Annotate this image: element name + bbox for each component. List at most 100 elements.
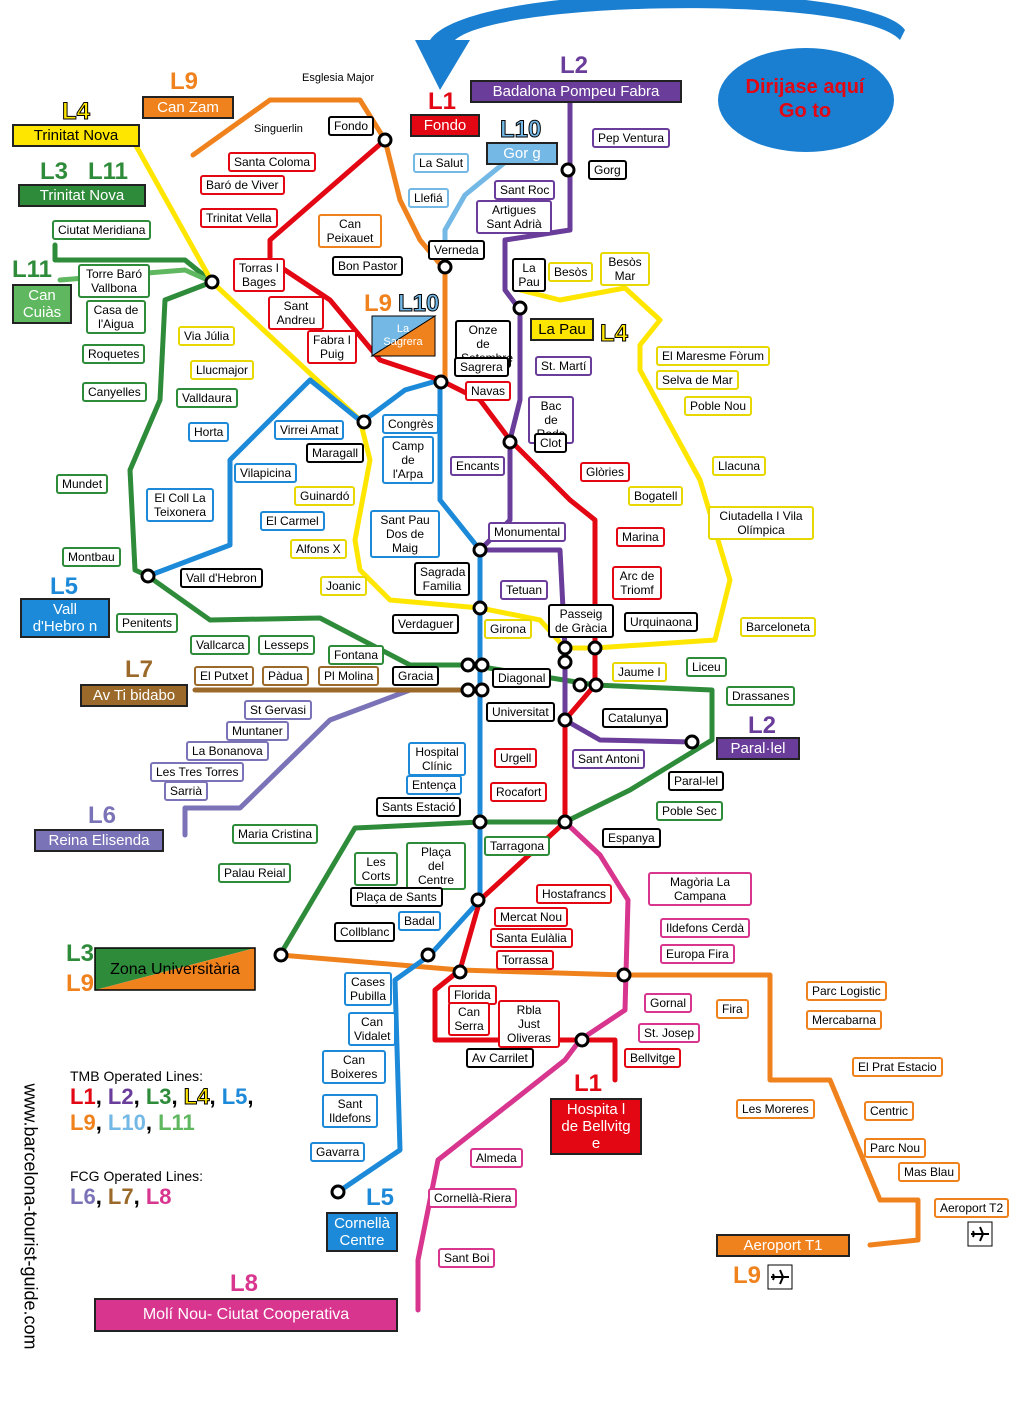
- station-fabra-puig[interactable]: Fabra I Puig: [307, 330, 357, 364]
- station-can-peixauet[interactable]: Can Peixauet: [318, 214, 382, 248]
- station-drassanes[interactable]: Drassanes: [726, 686, 796, 706]
- station-maragall[interactable]: Maragall: [306, 443, 365, 463]
- station-bellvitge[interactable]: Bellvitge: [624, 1048, 682, 1068]
- station-el-prat[interactable]: El Prat Estacio: [852, 1057, 943, 1077]
- station-la-pau-s[interactable]: La Pau: [512, 258, 546, 292]
- terminal-paralel-l2[interactable]: Paral·lel: [716, 737, 800, 760]
- station-europa-fira[interactable]: Europa Fira: [660, 944, 735, 964]
- station-llacuna[interactable]: Llacuna: [712, 456, 767, 476]
- station-les-tres-torres[interactable]: Les Tres Torres: [150, 762, 245, 782]
- station-av-carrilet[interactable]: Av Carrilet: [466, 1048, 534, 1068]
- station-camp-arpa[interactable]: Camp de l'Arpa: [382, 436, 434, 484]
- station-arc-triomf[interactable]: Arc de Triomf: [612, 566, 662, 600]
- station-sant-boi[interactable]: Sant Boi: [438, 1248, 496, 1268]
- terminal-can-zam[interactable]: Can Zam: [142, 96, 234, 119]
- station-la-bonanova[interactable]: La Bonanova: [186, 741, 269, 761]
- station-pep-ventura[interactable]: Pep Ventura: [592, 128, 671, 148]
- station-montbau[interactable]: Montbau: [62, 547, 121, 567]
- station-mundet[interactable]: Mundet: [56, 474, 109, 494]
- station-les-moreres[interactable]: Les Moreres: [736, 1099, 815, 1119]
- station-rocafort[interactable]: Rocafort: [490, 782, 548, 802]
- station-besos[interactable]: Besòs: [548, 262, 594, 282]
- station-verneda[interactable]: Verneda: [428, 240, 485, 260]
- station-palau-reial[interactable]: Palau Reial: [218, 863, 292, 883]
- station-sarria[interactable]: Sarrià: [164, 781, 209, 801]
- station-glories[interactable]: Glòries: [580, 462, 631, 482]
- terminal-la-sagrera[interactable]: La Sagrera: [383, 323, 423, 348]
- station-maria-cristina[interactable]: Maria Cristina: [232, 824, 319, 844]
- station-urquinaona[interactable]: Urquinaona: [624, 612, 699, 632]
- station-encants[interactable]: Encants: [450, 456, 506, 476]
- station-almeda[interactable]: Almeda: [470, 1148, 523, 1168]
- station-fira[interactable]: Fira: [716, 999, 749, 1019]
- terminal-can-cuias[interactable]: Can Cuiàs: [12, 284, 72, 324]
- station-padua[interactable]: Pàdua: [262, 666, 309, 686]
- station-badal[interactable]: Badal: [398, 911, 441, 931]
- station-gracia[interactable]: Gracia: [392, 666, 440, 686]
- terminal-aeroport-t1[interactable]: Aeroport T1: [716, 1234, 850, 1257]
- station-cornella-riera[interactable]: Cornellà-Riera: [428, 1188, 518, 1208]
- station-tetuan[interactable]: Tetuan: [500, 580, 549, 600]
- station-vilapicina[interactable]: Vilapicina: [234, 463, 298, 483]
- station-congres[interactable]: Congrès: [382, 414, 440, 434]
- station-clot[interactable]: Clot: [534, 433, 568, 453]
- station-besos-mar[interactable]: Besòs Mar: [600, 252, 650, 286]
- station-rbla-just[interactable]: Rbla Just Oliveras: [498, 1000, 560, 1048]
- station-gavarra[interactable]: Gavarra: [310, 1142, 366, 1162]
- station-vallcarca[interactable]: Vallcarca: [190, 635, 251, 655]
- station-llefia[interactable]: Llefiá: [408, 188, 449, 208]
- station-lesseps[interactable]: Lesseps: [258, 635, 315, 655]
- station-gorg-s[interactable]: Gorg: [588, 160, 627, 180]
- station-sagrada-familia[interactable]: Sagrada Familia: [414, 562, 470, 596]
- station-la-salut[interactable]: La Salut: [413, 153, 470, 173]
- station-centric[interactable]: Centric: [864, 1101, 915, 1121]
- terminal-reina-elisenda[interactable]: Reina Elisenda: [34, 829, 164, 852]
- station-sant-antoni[interactable]: Sant Antoni: [572, 749, 646, 769]
- station-el-carmel[interactable]: El Carmel: [260, 511, 325, 531]
- station-entenca[interactable]: Entença: [406, 775, 463, 795]
- terminal-la-pau-l4[interactable]: La Pau: [530, 318, 594, 341]
- station-liceu[interactable]: Liceu: [686, 657, 727, 677]
- station-marina[interactable]: Marina: [616, 527, 665, 547]
- station-baro-viver[interactable]: Baró de Viver: [200, 175, 285, 195]
- station-les-corts[interactable]: Les Corts: [354, 852, 398, 886]
- station-fondo-s[interactable]: Fondo: [328, 116, 375, 136]
- station-torrassa[interactable]: Torrassa: [496, 950, 555, 970]
- station-poble-sec[interactable]: Poble Sec: [656, 801, 723, 821]
- station-torras-bages[interactable]: Torras I Bages: [233, 258, 285, 292]
- terminal-trinitat-nova-l3[interactable]: Trinitat Nova: [18, 184, 146, 207]
- station-ciutat-meridiana[interactable]: Ciutat Meridiana: [52, 220, 152, 240]
- station-sant-roc[interactable]: Sant Roc: [494, 180, 556, 200]
- station-magoria[interactable]: Magòria La Campana: [648, 872, 752, 906]
- station-diagonal[interactable]: Diagonal: [492, 668, 552, 688]
- station-monumental[interactable]: Monumental: [488, 522, 567, 542]
- station-selva-mar[interactable]: Selva de Mar: [656, 370, 739, 390]
- terminal-fondo[interactable]: Fondo: [410, 114, 480, 137]
- station-sant-andreu[interactable]: Sant Andreu: [268, 296, 324, 330]
- station-jaume-i[interactable]: Jaume I: [612, 662, 667, 682]
- station-alfons-x[interactable]: Alfons X: [290, 539, 347, 559]
- station-urgell[interactable]: Urgell: [494, 748, 538, 768]
- station-mercabarna[interactable]: Mercabarna: [806, 1010, 883, 1030]
- station-torre-baro[interactable]: Torre Baró Vallbona: [78, 264, 150, 298]
- station-hostafrancs[interactable]: Hostafrancs: [536, 884, 613, 904]
- station-catalunya[interactable]: Catalunya: [602, 708, 669, 728]
- terminal-trinitat-nova-l4[interactable]: Trinitat Nova: [12, 124, 140, 147]
- station-trinitat-vella[interactable]: Trinitat Vella: [200, 208, 278, 228]
- station-mas-blau[interactable]: Mas Blau: [898, 1162, 961, 1182]
- station-can-vidalet[interactable]: Can Vidalet: [348, 1012, 396, 1046]
- station-parc-nou[interactable]: Parc Nou: [864, 1138, 927, 1158]
- station-casa-aigua[interactable]: Casa de l'Aigua: [86, 300, 146, 334]
- station-vall-hebron-s[interactable]: Vall d'Hebron: [180, 568, 263, 588]
- station-placa-sants[interactable]: Plaça de Sants: [350, 887, 443, 907]
- station-muntaner[interactable]: Muntaner: [226, 721, 289, 741]
- station-tarragona[interactable]: Tarragona: [484, 836, 551, 856]
- terminal-badalona[interactable]: Badalona Pompeu Fabra: [470, 80, 682, 103]
- terminal-zona-universitaria[interactable]: Zona Universitària: [110, 961, 240, 978]
- station-navas[interactable]: Navas: [465, 381, 512, 401]
- station-aeroport-t2[interactable]: Aeroport T2: [934, 1198, 1010, 1218]
- station-hospital-clinic[interactable]: Hospital Clínic: [408, 742, 466, 776]
- terminal-gorg-l10[interactable]: Gor g: [486, 142, 558, 165]
- station-bon-pastor[interactable]: Bon Pastor: [332, 256, 404, 276]
- station-fontana[interactable]: Fontana: [328, 645, 385, 665]
